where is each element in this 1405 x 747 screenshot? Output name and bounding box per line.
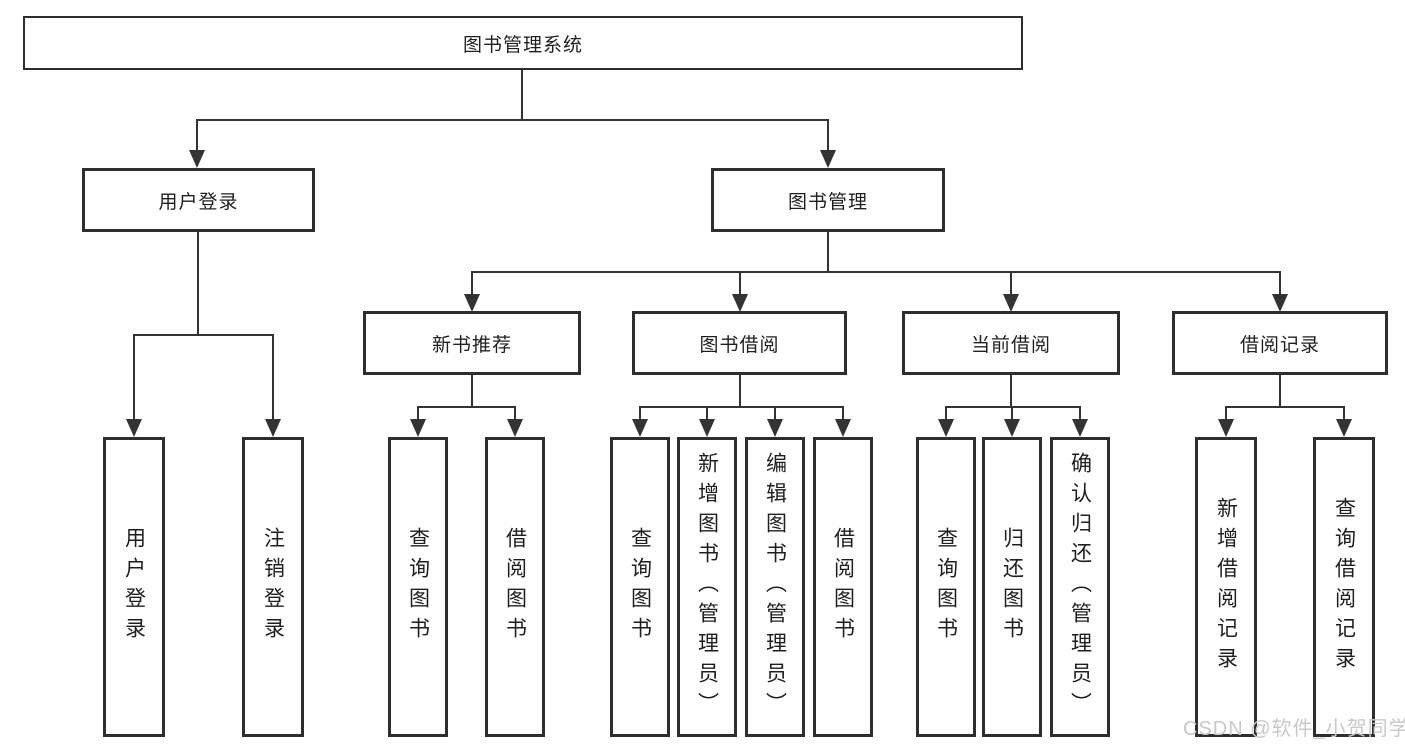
leaf-logout: 注销登录 [242, 437, 304, 737]
arrow-down-icon [835, 419, 851, 437]
node-label: 归还图书 [1000, 527, 1024, 647]
arrow-down-icon [1336, 419, 1352, 437]
arrow-down-icon [265, 419, 281, 437]
leaf-user-login: 用户登录 [103, 437, 165, 737]
leaf-add-books-admin: 新增图书（管理员） [677, 437, 737, 737]
node-label: 图书管理系统 [462, 34, 583, 56]
leaf-borrow-books-recommend: 借阅图书 [485, 437, 545, 737]
leaf-query-books-recommend: 查询图书 [388, 437, 448, 737]
arrow-down-icon [507, 419, 523, 437]
node-label: 借阅图书 [503, 527, 527, 647]
node-label: 图书借阅 [699, 334, 780, 356]
node-label: 借阅图书 [831, 527, 855, 647]
arrow-down-icon [938, 419, 954, 437]
arrow-down-icon [1004, 419, 1020, 437]
node-label: 查询图书 [406, 527, 430, 647]
node-library-system: 图书管理系统 [23, 16, 1023, 70]
node-label: 图书管理 [787, 191, 868, 213]
arrow-down-icon [189, 150, 205, 168]
arrow-down-icon [767, 419, 783, 437]
node-label: 查询图书 [934, 527, 958, 647]
leaf-return-books: 归还图书 [982, 437, 1042, 737]
leaf-borrow-books: 借阅图书 [813, 437, 873, 737]
node-label: 查询图书 [628, 527, 652, 647]
arrow-down-icon [1003, 294, 1019, 312]
node-label: 确认归还（管理员） [1068, 452, 1092, 722]
arrow-down-icon [126, 419, 142, 437]
node-label: 当前借阅 [970, 334, 1051, 356]
leaf-query-books-borrow: 查询图书 [610, 437, 670, 737]
leaf-edit-books-admin: 编辑图书（管理员） [745, 437, 805, 737]
node-label: 用户登录 [122, 527, 146, 647]
arrow-down-icon [1218, 419, 1234, 437]
node-label: 新增图书（管理员） [695, 452, 719, 722]
leaf-query-books-current: 查询图书 [916, 437, 976, 737]
node-book-management: 图书管理 [711, 168, 945, 232]
node-borrow-records: 借阅记录 [1172, 311, 1388, 375]
node-new-book-recommend: 新书推荐 [363, 311, 581, 375]
node-label: 编辑图书（管理员） [763, 452, 787, 722]
arrow-down-icon [820, 150, 836, 168]
node-label: 新书推荐 [431, 334, 512, 356]
node-label: 查询借阅记录 [1332, 497, 1356, 677]
node-current-borrow: 当前借阅 [902, 311, 1120, 375]
arrow-down-icon [699, 419, 715, 437]
node-user-login: 用户登录 [82, 168, 315, 232]
node-label: 新增借阅记录 [1214, 497, 1238, 677]
arrow-down-icon [1072, 419, 1088, 437]
arrow-down-icon [410, 419, 426, 437]
node-label: 注销登录 [261, 527, 285, 647]
arrow-down-icon [632, 419, 648, 437]
leaf-query-borrow-record: 查询借阅记录 [1313, 437, 1375, 737]
arrow-down-icon [732, 294, 748, 312]
csdn-watermark: CSDN @软件_小贺同学 [1183, 718, 1405, 740]
arrow-down-icon [464, 294, 480, 312]
node-label: 用户登录 [158, 191, 239, 213]
arrow-down-icon [1272, 294, 1288, 312]
leaf-add-borrow-record: 新增借阅记录 [1195, 437, 1257, 737]
leaf-confirm-return-admin: 确认归还（管理员） [1050, 437, 1110, 737]
node-book-borrow: 图书借阅 [632, 311, 847, 375]
node-label: 借阅记录 [1239, 334, 1320, 356]
